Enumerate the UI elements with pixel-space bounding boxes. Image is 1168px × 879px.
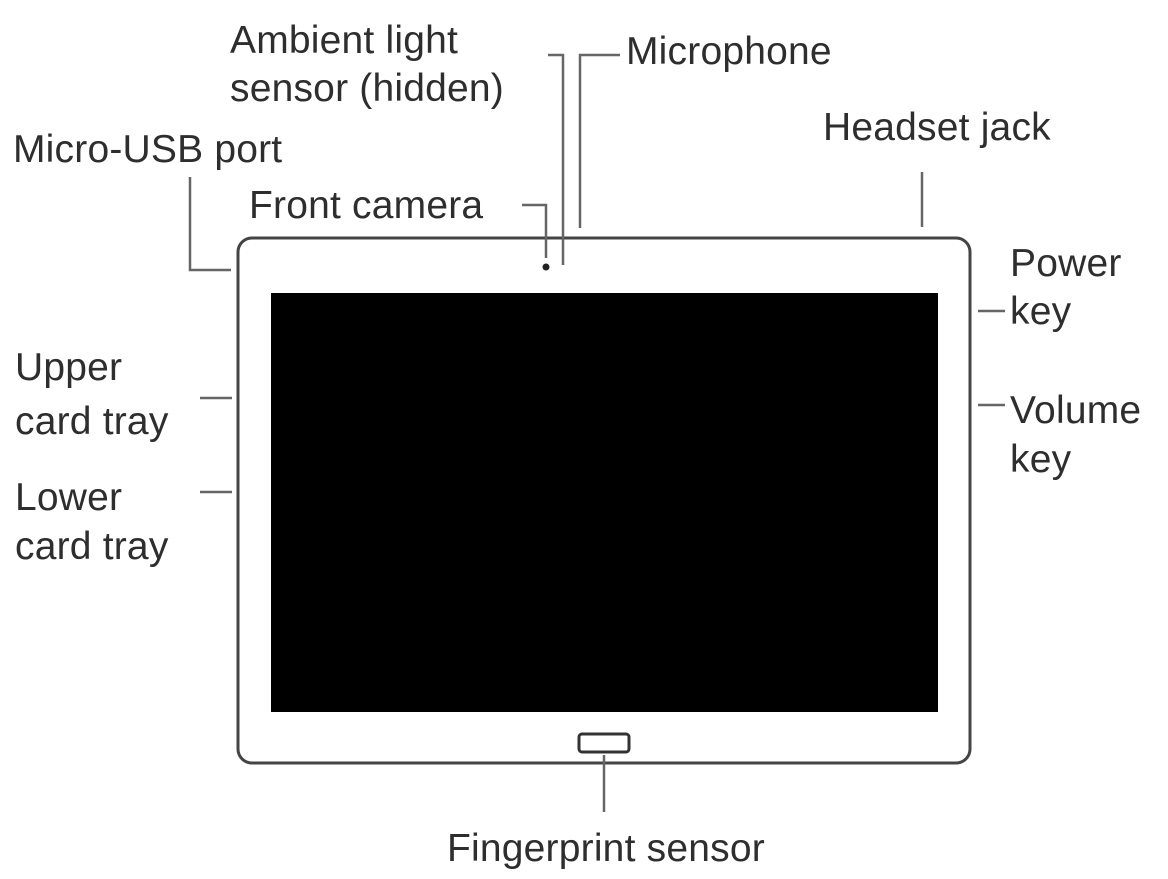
power-key-label-line1: Power <box>1010 242 1122 285</box>
micro-usb-leader <box>188 177 231 272</box>
upper-card-tray-label-line2: card tray <box>15 400 169 443</box>
volume-key-label-line2: key <box>1010 438 1072 481</box>
fingerprint-sensor-shape <box>577 732 631 754</box>
front-camera-dot <box>542 263 550 271</box>
volume-key-label-line1: Volume <box>1010 389 1142 432</box>
microphone-leader <box>578 53 620 228</box>
front-camera-label: Front camera <box>249 184 484 227</box>
front-camera-leader <box>522 203 548 258</box>
tablet-screen <box>271 293 938 712</box>
ambient-light-label-line1: Ambient light <box>230 19 459 62</box>
ambient-light-leader <box>548 53 565 265</box>
lower-card-tray-label-line2: card tray <box>15 525 169 568</box>
ambient-light-label-line2: sensor (hidden) <box>230 67 504 110</box>
microphone-label: Microphone <box>626 30 832 73</box>
fingerprint-sensor-label: Fingerprint sensor <box>447 827 765 870</box>
upper-card-tray-label-line1: Upper <box>15 346 123 389</box>
lower-card-tray-label-line1: Lower <box>15 476 123 519</box>
headset-jack-label: Headset jack <box>823 106 1051 149</box>
power-key-label-line2: key <box>1010 290 1072 333</box>
micro-usb-label: Micro-USB port <box>13 128 283 171</box>
